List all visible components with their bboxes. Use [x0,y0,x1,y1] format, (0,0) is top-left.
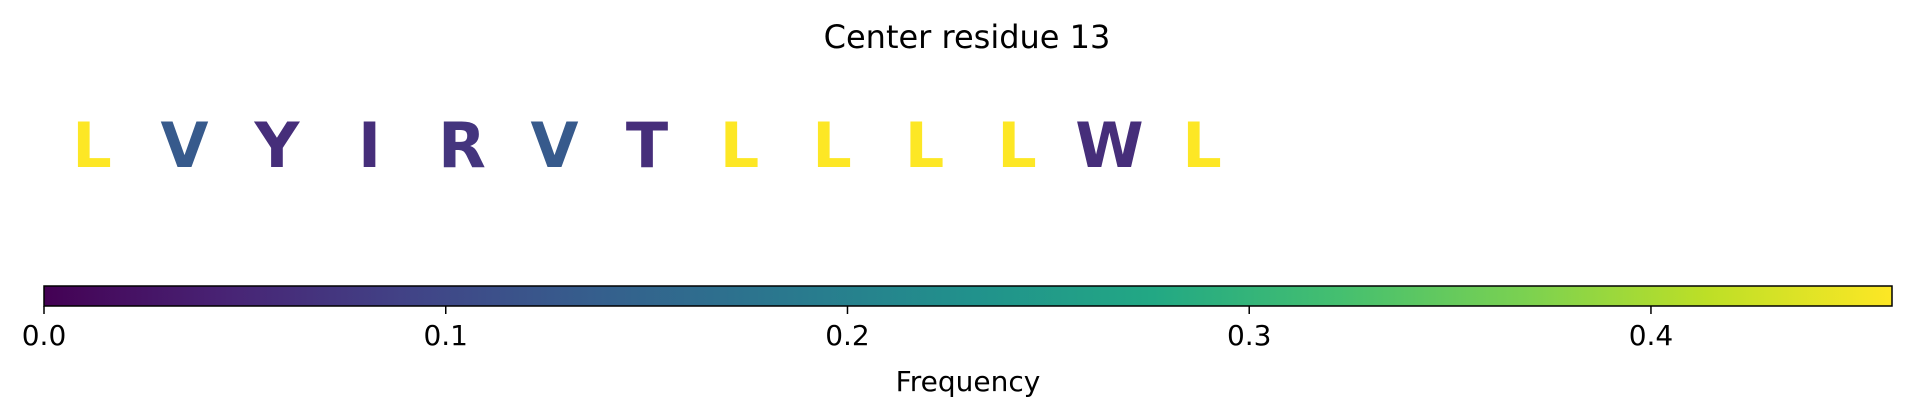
residue-1: L [72,109,112,182]
chart-title: Center residue 13 [824,18,1111,56]
colorbar-label: Frequency [896,365,1041,398]
residue-5: R [438,109,486,182]
colorbar-tick-label: 0.4 [1629,319,1674,352]
residue-4: I [358,109,381,182]
residue-10: L [905,109,945,182]
colorbar-ticks: 0.0 0.1 0.2 0.3 0.4 [22,306,1673,352]
residue-7: T [626,109,668,182]
residue-12: W [1075,109,1143,182]
colorbar-tick-label: 0.0 [22,319,67,352]
colorbar-tick-label: 0.3 [1227,319,1272,352]
residue-8: L [720,109,760,182]
residue-9: L [812,109,852,182]
residue-2: V [161,109,209,182]
residue-13: L [1182,109,1222,182]
residue-11: L [997,109,1037,182]
colorbar-tick-label: 0.2 [825,319,870,352]
residue-6: V [531,109,579,182]
residue-3: Y [254,109,301,182]
colorbar-tick-label: 0.1 [423,319,468,352]
colorbar [43,285,1893,307]
